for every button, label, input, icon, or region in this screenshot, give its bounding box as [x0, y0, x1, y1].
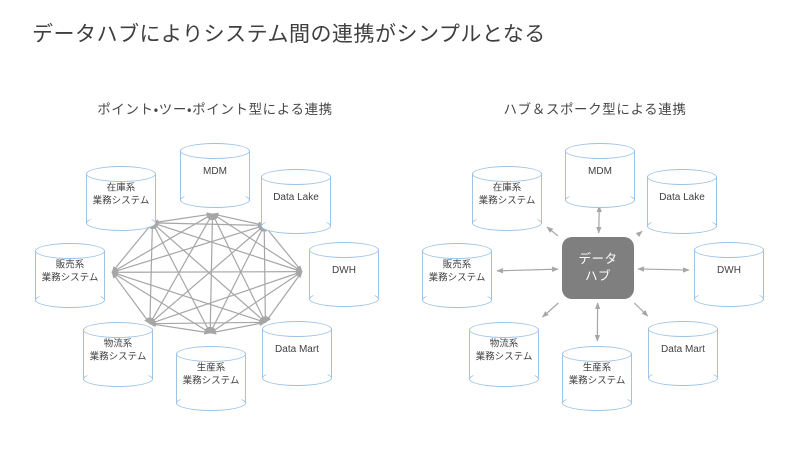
cylinder-top-ellipse	[176, 346, 246, 362]
node-hub-and-spoke-seisan[interactable]: 生産系 業務システム	[562, 346, 632, 411]
node-label: Data Lake	[273, 191, 319, 203]
cylinder-bottom-ellipse	[83, 371, 153, 387]
node-label: DWH	[717, 264, 741, 276]
hub-data-hub[interactable]: データ ハブ	[562, 237, 634, 299]
node-hub-and-spoke-mdm[interactable]: MDM	[565, 143, 635, 208]
cylinder-top-ellipse	[83, 322, 153, 338]
cylinder-top-ellipse	[261, 169, 331, 185]
node-point-to-point-butsuryu[interactable]: 物流系 業務システム	[83, 322, 153, 387]
cylinder-top-ellipse	[469, 322, 539, 338]
cylinder-bottom-ellipse	[472, 215, 542, 231]
cylinder-top-ellipse	[422, 243, 492, 259]
node-point-to-point-data-lake[interactable]: Data Lake	[261, 169, 331, 234]
cylinder-top-ellipse	[86, 166, 156, 182]
cylinder-bottom-ellipse	[694, 291, 764, 307]
node-hub-and-spoke-data-mart[interactable]: Data Mart	[648, 321, 718, 386]
node-hub-and-spoke-zaiko[interactable]: 在庫系 業務システム	[472, 166, 542, 231]
node-label: MDM	[203, 165, 227, 177]
node-label: 販売系 業務システム	[41, 259, 99, 284]
hub-label: データ ハブ	[578, 252, 618, 283]
node-point-to-point-zaiko[interactable]: 在庫系 業務システム	[86, 166, 156, 231]
node-label: 販売系 業務システム	[428, 259, 486, 284]
cylinder-top-ellipse	[309, 242, 379, 258]
node-label: MDM	[588, 165, 612, 177]
cylinder-bottom-ellipse	[35, 292, 105, 308]
node-label: Data Mart	[275, 343, 319, 355]
node-label: 在庫系 業務システム	[92, 182, 150, 207]
cylinder-top-ellipse	[472, 166, 542, 182]
cylinder-bottom-ellipse	[262, 370, 332, 386]
cylinder-bottom-ellipse	[309, 291, 379, 307]
node-label: DWH	[332, 264, 356, 276]
page-title: データハブによりシステム間の連携がシンプルとなる	[32, 23, 546, 46]
cylinder-bottom-ellipse	[261, 218, 331, 234]
cylinder-bottom-ellipse	[648, 370, 718, 386]
node-hub-and-spoke-butsuryu[interactable]: 物流系 業務システム	[469, 322, 539, 387]
panel-heading-hub-and-spoke: ハブ＆スポーク型による連携	[503, 102, 687, 117]
cylinder-top-ellipse	[648, 321, 718, 337]
cylinder-top-ellipse	[694, 242, 764, 258]
cylinder-top-ellipse	[565, 143, 635, 159]
node-hub-and-spoke-data-lake[interactable]: Data Lake	[647, 169, 717, 234]
cylinder-top-ellipse	[180, 143, 250, 159]
node-label: Data Lake	[659, 191, 705, 203]
node-label: 生産系 業務システム	[182, 362, 240, 387]
node-hub-and-spoke-dwh[interactable]: DWH	[694, 242, 764, 307]
cylinder-bottom-ellipse	[647, 218, 717, 234]
node-point-to-point-seisan[interactable]: 生産系 業務システム	[176, 346, 246, 411]
cylinder-bottom-ellipse	[86, 215, 156, 231]
node-point-to-point-dwh[interactable]: DWH	[309, 242, 379, 307]
cylinder-top-ellipse	[562, 346, 632, 362]
cylinder-bottom-ellipse	[176, 395, 246, 411]
node-point-to-point-data-mart[interactable]: Data Mart	[262, 321, 332, 386]
cylinder-top-ellipse	[647, 169, 717, 185]
cylinder-bottom-ellipse	[469, 371, 539, 387]
node-label: Data Mart	[661, 343, 705, 355]
node-point-to-point-hanbai[interactable]: 販売系 業務システム	[35, 243, 105, 308]
node-label: 物流系 業務システム	[89, 338, 147, 363]
cylinder-top-ellipse	[262, 321, 332, 337]
cylinder-bottom-ellipse	[562, 395, 632, 411]
node-label: 在庫系 業務システム	[478, 182, 536, 207]
panel-heading-point-to-point: ポイント・ツー・ポイント型による連携	[97, 102, 333, 117]
cylinder-bottom-ellipse	[565, 192, 635, 208]
cylinder-bottom-ellipse	[180, 192, 250, 208]
node-hub-and-spoke-hanbai[interactable]: 販売系 業務システム	[422, 243, 492, 308]
node-label: 生産系 業務システム	[568, 362, 626, 387]
node-point-to-point-mdm[interactable]: MDM	[180, 143, 250, 208]
cylinder-bottom-ellipse	[422, 292, 492, 308]
node-label: 物流系 業務システム	[475, 338, 533, 363]
cylinder-top-ellipse	[35, 243, 105, 259]
